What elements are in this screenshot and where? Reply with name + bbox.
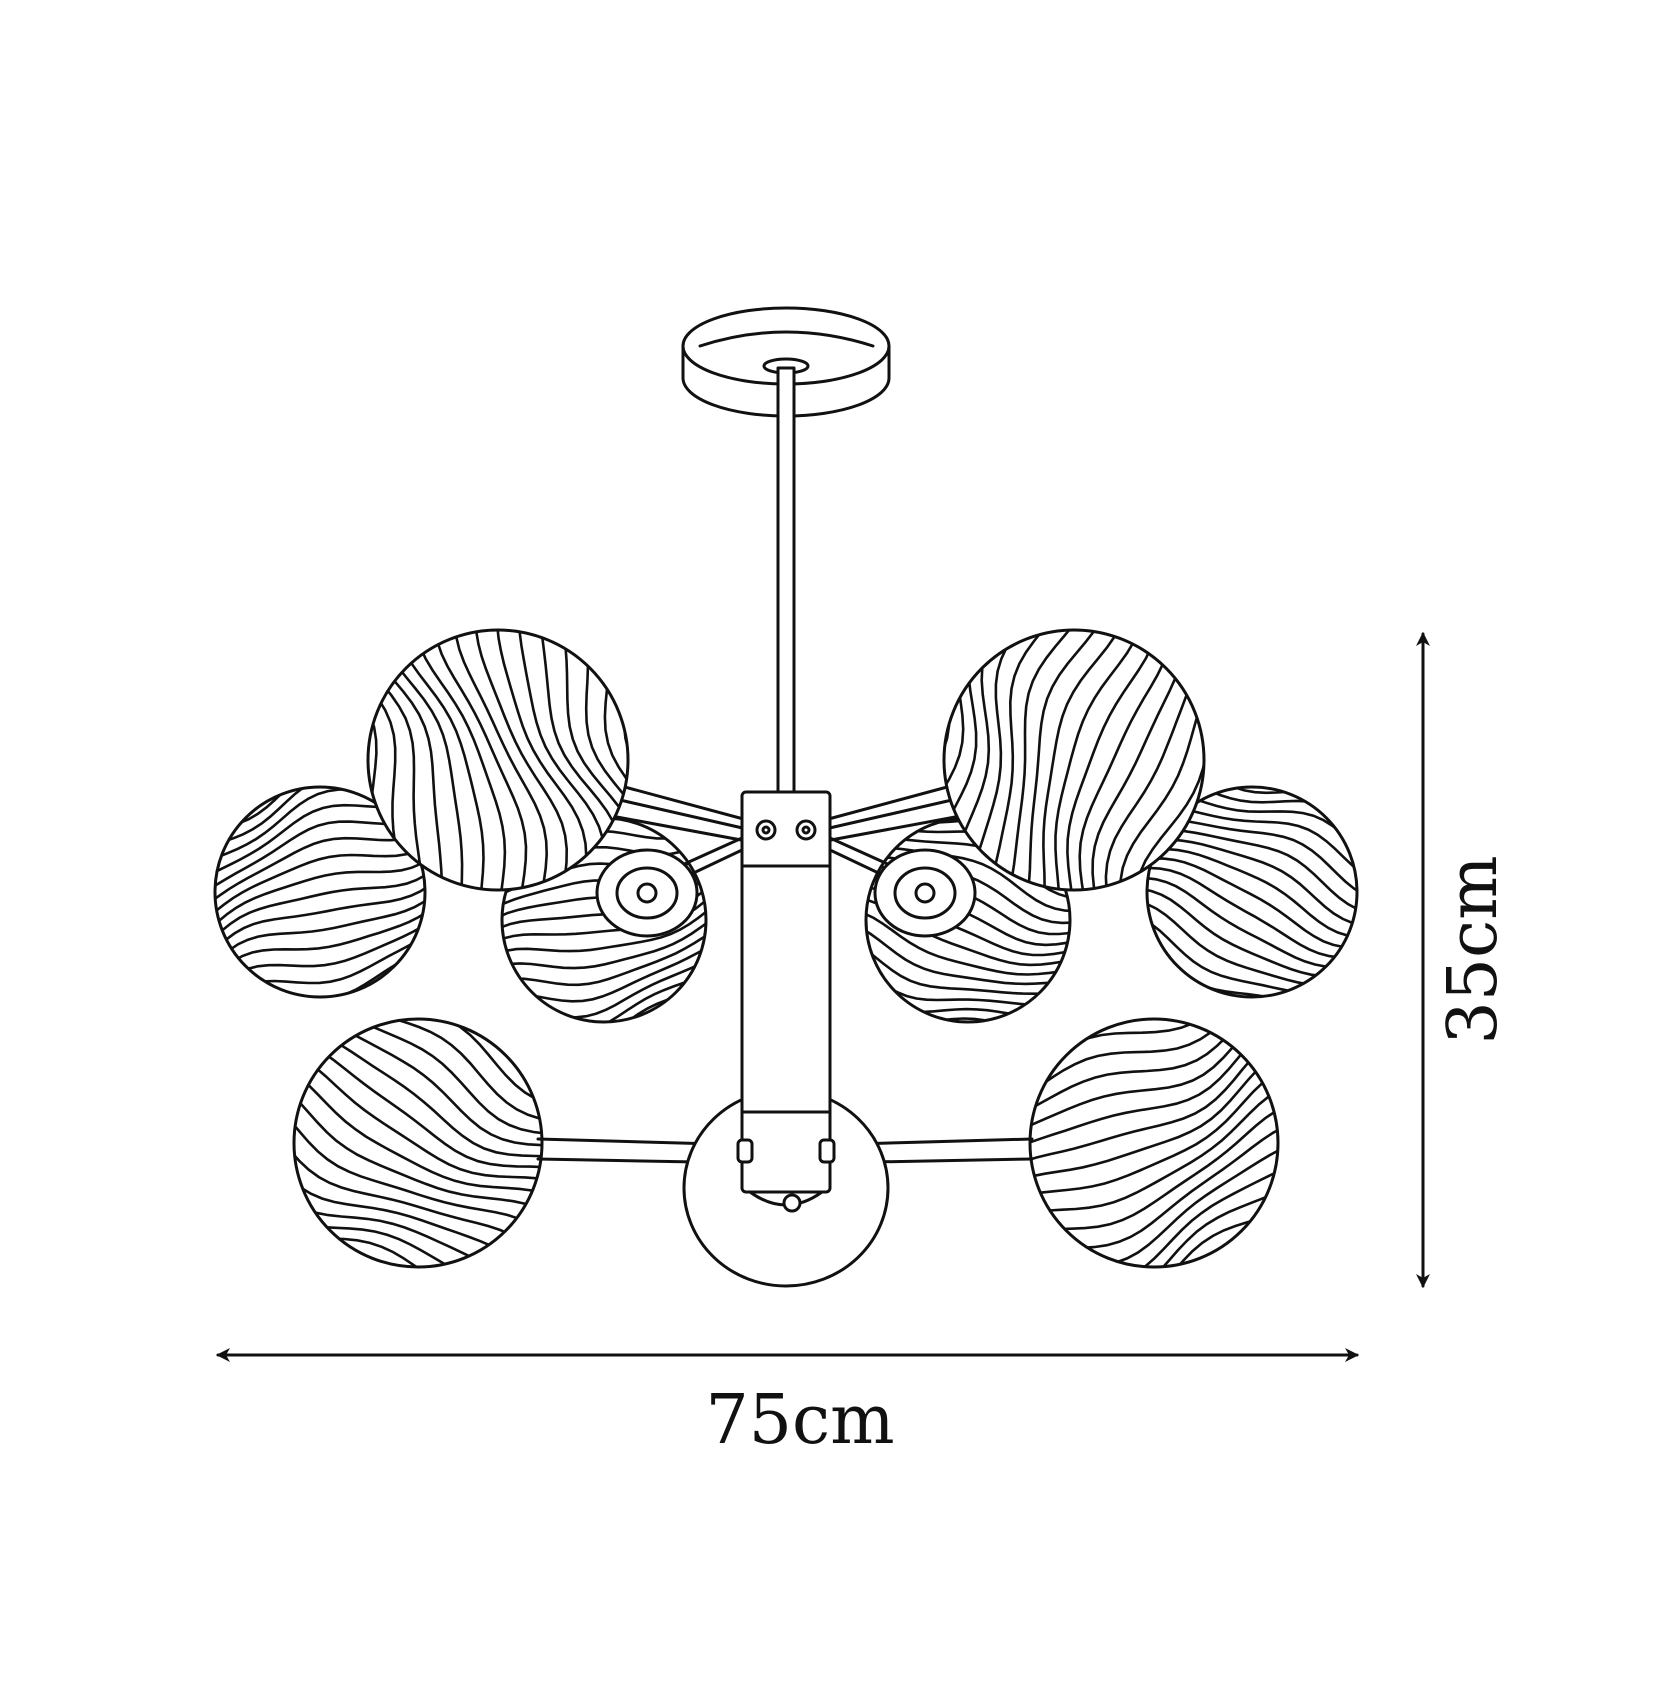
socket-rings	[595, 848, 977, 938]
height-dimension: 35cm	[1416, 632, 1513, 1288]
width-label: 75cm	[705, 1381, 894, 1460]
height-label: 35cm	[1434, 855, 1513, 1044]
width-dimension: 75cm	[216, 1348, 1359, 1460]
globe-lower-right	[1028, 1017, 1280, 1269]
globe-upper-left-top	[366, 628, 630, 892]
globe-upper-right-outer	[1145, 785, 1359, 999]
globe-layer-front	[366, 628, 1206, 892]
central-body	[736, 366, 836, 1213]
globe-lower-left	[292, 1017, 544, 1269]
globe-upper-right-top	[942, 628, 1206, 892]
